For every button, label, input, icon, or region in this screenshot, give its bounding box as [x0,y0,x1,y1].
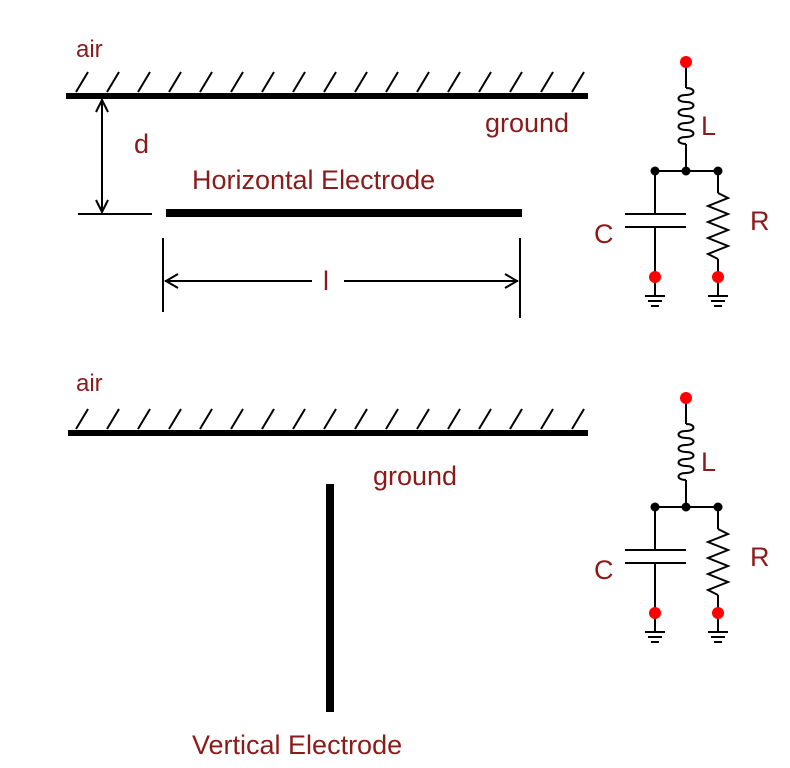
vertical-electrode-label: Vertical Electrode [192,730,402,760]
length-label: l [323,266,329,296]
inductor-label: L [701,447,716,477]
hatch-mark [416,71,430,93]
capacitor-ground-icon [645,295,665,307]
terminal-node-resistor [712,607,724,619]
depth-label: d [134,129,149,159]
resistor-ground-icon [708,631,728,643]
terminal-node-resistor [712,271,724,283]
hatch-mark [261,71,275,93]
hatch-mark [106,71,120,93]
length-arrow-left [164,273,179,289]
hatch-mark [323,71,337,93]
hatch-mark [137,408,151,430]
inductor-label: L [701,111,716,141]
hatch-mark [478,408,492,430]
hatch-mark [447,71,461,93]
bottom-equivalent-circuit: L C R [594,392,770,643]
terminal-node-top [680,392,692,404]
depth-arrow-bottom [95,199,109,215]
equivalent-circuit: L C R [594,56,770,307]
length-arrow-right [504,273,519,289]
resistor-ground-icon [708,295,728,307]
depth-dimension [78,97,152,215]
hatch-mark [478,71,492,93]
hatch-mark [416,408,430,430]
hatch-mark [199,408,213,430]
hatch-mark [571,71,585,93]
hatch-mark [137,71,151,93]
horizontal-electrode-label: Horizontal Electrode [192,165,435,195]
hatch-mark [106,408,120,430]
bottom-panel: air ground Vertical Electrode L C [68,370,770,760]
bottom-air-label: air [76,370,103,397]
hatch-mark [75,408,89,430]
hatch-mark [168,408,182,430]
hatch-mark [230,71,244,93]
hatch-mark [540,408,554,430]
inductor-coil [677,423,695,481]
length-dimension [162,238,521,318]
bottom-ground-hatching [75,408,585,430]
terminal-node-capacitor [649,607,661,619]
hatch-mark [385,408,399,430]
hatch-mark [199,71,213,93]
top-air-label: air [76,36,103,63]
bottom-ground-label: ground [373,461,457,491]
capacitor-label: C [594,555,614,585]
hatch-mark [354,408,368,430]
junction-node-center [681,502,691,512]
hatch-mark [385,71,399,93]
hatch-mark [540,71,554,93]
hatch-mark [168,71,182,93]
junction-node-center [681,166,691,176]
depth-arrow-top [95,97,109,113]
hatch-mark [75,71,89,93]
resistor-label: R [750,542,770,572]
capacitor-ground-icon [645,631,665,643]
hatch-mark [509,71,523,93]
terminal-node-top [680,56,692,68]
capacitor-label: C [594,219,614,249]
hatch-mark [447,408,461,430]
hatch-mark [323,408,337,430]
equivalent-circuit: L C R [594,392,770,643]
inductor-coil [677,87,695,145]
hatch-mark [292,71,306,93]
hatch-mark [571,408,585,430]
terminal-node-capacitor [649,271,661,283]
hatch-mark [354,71,368,93]
resistor-label: R [750,206,770,236]
resistor-zigzag [705,192,731,260]
hatch-mark [292,408,306,430]
resistor-zigzag [705,528,731,596]
top-panel: air ground d Horizontal Electrode l [66,36,770,318]
top-ground-label: ground [485,108,569,138]
hatch-mark [230,408,244,430]
hatch-mark [509,408,523,430]
hatch-mark [261,408,275,430]
top-equivalent-circuit: L C R [594,56,770,307]
top-ground-hatching [75,71,585,93]
